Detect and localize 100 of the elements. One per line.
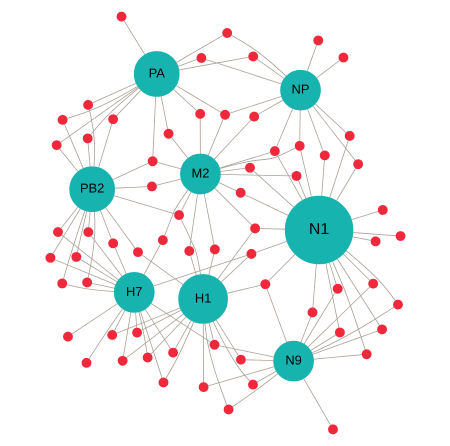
connector (218, 152, 270, 168)
connector (152, 96, 156, 157)
connector (58, 148, 78, 172)
connector (351, 236, 372, 241)
connector (126, 314, 184, 358)
node-circle (220, 110, 230, 120)
node-circle (291, 170, 301, 181)
connector (142, 244, 160, 276)
connector (156, 162, 181, 170)
connector (91, 82, 136, 104)
node-circle (82, 100, 93, 110)
node-circle (352, 159, 363, 170)
node-circle (184, 246, 194, 256)
connector (175, 35, 223, 64)
connector (266, 288, 287, 343)
node-circle (319, 150, 330, 160)
node-circle (196, 52, 206, 63)
connector (298, 110, 300, 142)
connector (180, 191, 192, 212)
connector (254, 240, 288, 253)
connector (202, 322, 204, 383)
node-circle (294, 140, 304, 151)
connector (226, 284, 261, 294)
connector (177, 59, 197, 67)
connector (252, 170, 294, 208)
connector (80, 259, 118, 282)
node-circle (246, 248, 256, 259)
connector (312, 106, 356, 162)
node-circle (198, 382, 208, 392)
node-circle: H1 (178, 274, 228, 324)
connector (297, 180, 306, 200)
node-circle (168, 348, 178, 358)
connector (156, 178, 182, 186)
node-circle (82, 227, 93, 238)
connector (350, 210, 378, 220)
connector (256, 370, 276, 383)
connector (214, 188, 252, 226)
connector (164, 189, 188, 236)
connector (244, 194, 288, 216)
connector (302, 378, 331, 426)
connector (175, 85, 221, 113)
node-circle (269, 146, 280, 156)
connector (87, 211, 95, 278)
connector (123, 20, 145, 56)
connector (66, 86, 138, 119)
connector (52, 208, 80, 254)
connector (231, 373, 278, 408)
node-circle (361, 349, 372, 360)
node-circle (142, 352, 152, 362)
node-circle (209, 340, 219, 350)
connector (144, 308, 170, 350)
node-circle (248, 112, 259, 122)
node-circle (235, 354, 246, 365)
connector (90, 88, 139, 136)
connector (312, 330, 378, 355)
connector (342, 253, 370, 281)
connector (244, 359, 274, 361)
connector (300, 150, 312, 198)
connector (150, 316, 186, 354)
connector (150, 302, 211, 343)
connector (190, 255, 196, 276)
connector (140, 311, 162, 379)
connector (60, 86, 138, 143)
connector (220, 174, 292, 176)
connector (189, 194, 198, 247)
connector (114, 310, 125, 332)
connector (218, 147, 296, 169)
connector (218, 345, 274, 358)
connector (63, 124, 84, 169)
node-circle: PB2 (68, 166, 114, 212)
node-circle (250, 223, 260, 234)
node-circle (132, 247, 142, 258)
connector (311, 306, 394, 354)
node-circle (82, 133, 92, 144)
node-circle (370, 236, 380, 246)
node-circle (194, 108, 205, 119)
node-circle: N9 (272, 340, 314, 382)
node-circle (377, 204, 388, 215)
connector (320, 160, 324, 197)
node-circle (248, 51, 258, 62)
node-circle (223, 404, 234, 414)
connector (104, 207, 136, 249)
node-circle (132, 328, 142, 338)
connector (90, 283, 114, 289)
connector (312, 354, 362, 360)
node-circle (392, 300, 402, 310)
connector (215, 319, 238, 356)
connector (306, 44, 317, 72)
connector (276, 154, 302, 201)
node-circle (108, 114, 118, 124)
node-circle (52, 227, 62, 237)
node-circle (108, 238, 118, 248)
connector (268, 254, 296, 282)
node-circle (56, 278, 67, 288)
node-circle (376, 324, 387, 334)
connector (88, 109, 94, 168)
node-circle (395, 231, 406, 242)
connector (164, 321, 194, 379)
connector (303, 292, 336, 344)
node-circle (244, 162, 254, 173)
